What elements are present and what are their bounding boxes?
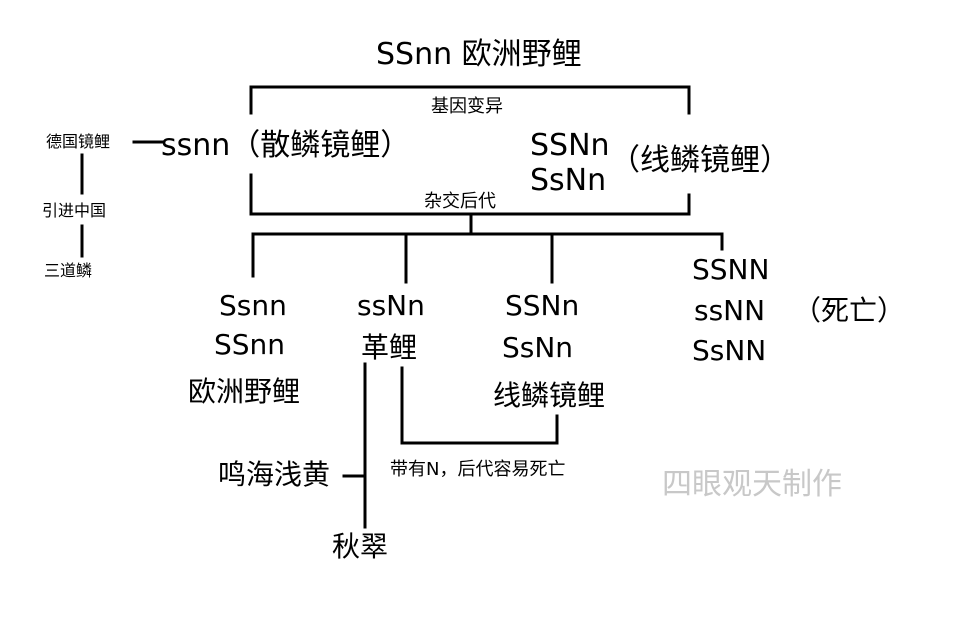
offspring-2-genotype: ssNn: [357, 289, 425, 322]
line-mirror-genotype-2: SsNn: [530, 163, 607, 198]
top-parent-label: SSnn 欧洲野鲤: [376, 37, 582, 72]
line-mirror-name: （线鳞镜鲤）: [610, 143, 790, 178]
scattered-mirror-label: ssnn（散鳞镜鲤）: [161, 128, 411, 163]
offspring-2-name: 革鲤: [361, 331, 418, 364]
offspring-3-name: 线鳞镜鲤: [493, 379, 606, 412]
offspring-1-genotype-2: SSnn: [214, 328, 286, 361]
three-row-label: 三道鳞: [44, 261, 93, 280]
offspring-1-name: 欧洲野鲤: [188, 375, 301, 408]
watermark: 四眼观天制作: [662, 467, 842, 502]
introduced-label: 引进中国: [42, 201, 107, 220]
shusui-label: 秋翠: [332, 530, 389, 563]
mutation-label: 基因变异: [431, 96, 503, 117]
line-mirror-genotype-1: SSNn: [530, 128, 610, 163]
offspring-4-dead-label: （死亡）: [793, 294, 906, 327]
offspring-4-genotype-3: SsNN: [692, 334, 767, 367]
offspring-3-genotype-1: SSNn: [505, 289, 580, 322]
lethal-note: 带有N，后代容易死亡: [390, 459, 566, 480]
hybrid-label: 杂交后代: [424, 191, 496, 212]
offspring-3-genotype-2: SsNn: [502, 331, 574, 364]
narumi-asagi-label: 鸣海浅黄: [218, 458, 331, 491]
offspring-1-genotype-1: Ssnn: [219, 289, 287, 322]
german-mirror-label: 德国镜鲤: [46, 132, 111, 151]
offspring-4-genotype-1: SSNN: [692, 253, 770, 286]
offspring-4-genotype-2: ssNN: [694, 294, 766, 327]
